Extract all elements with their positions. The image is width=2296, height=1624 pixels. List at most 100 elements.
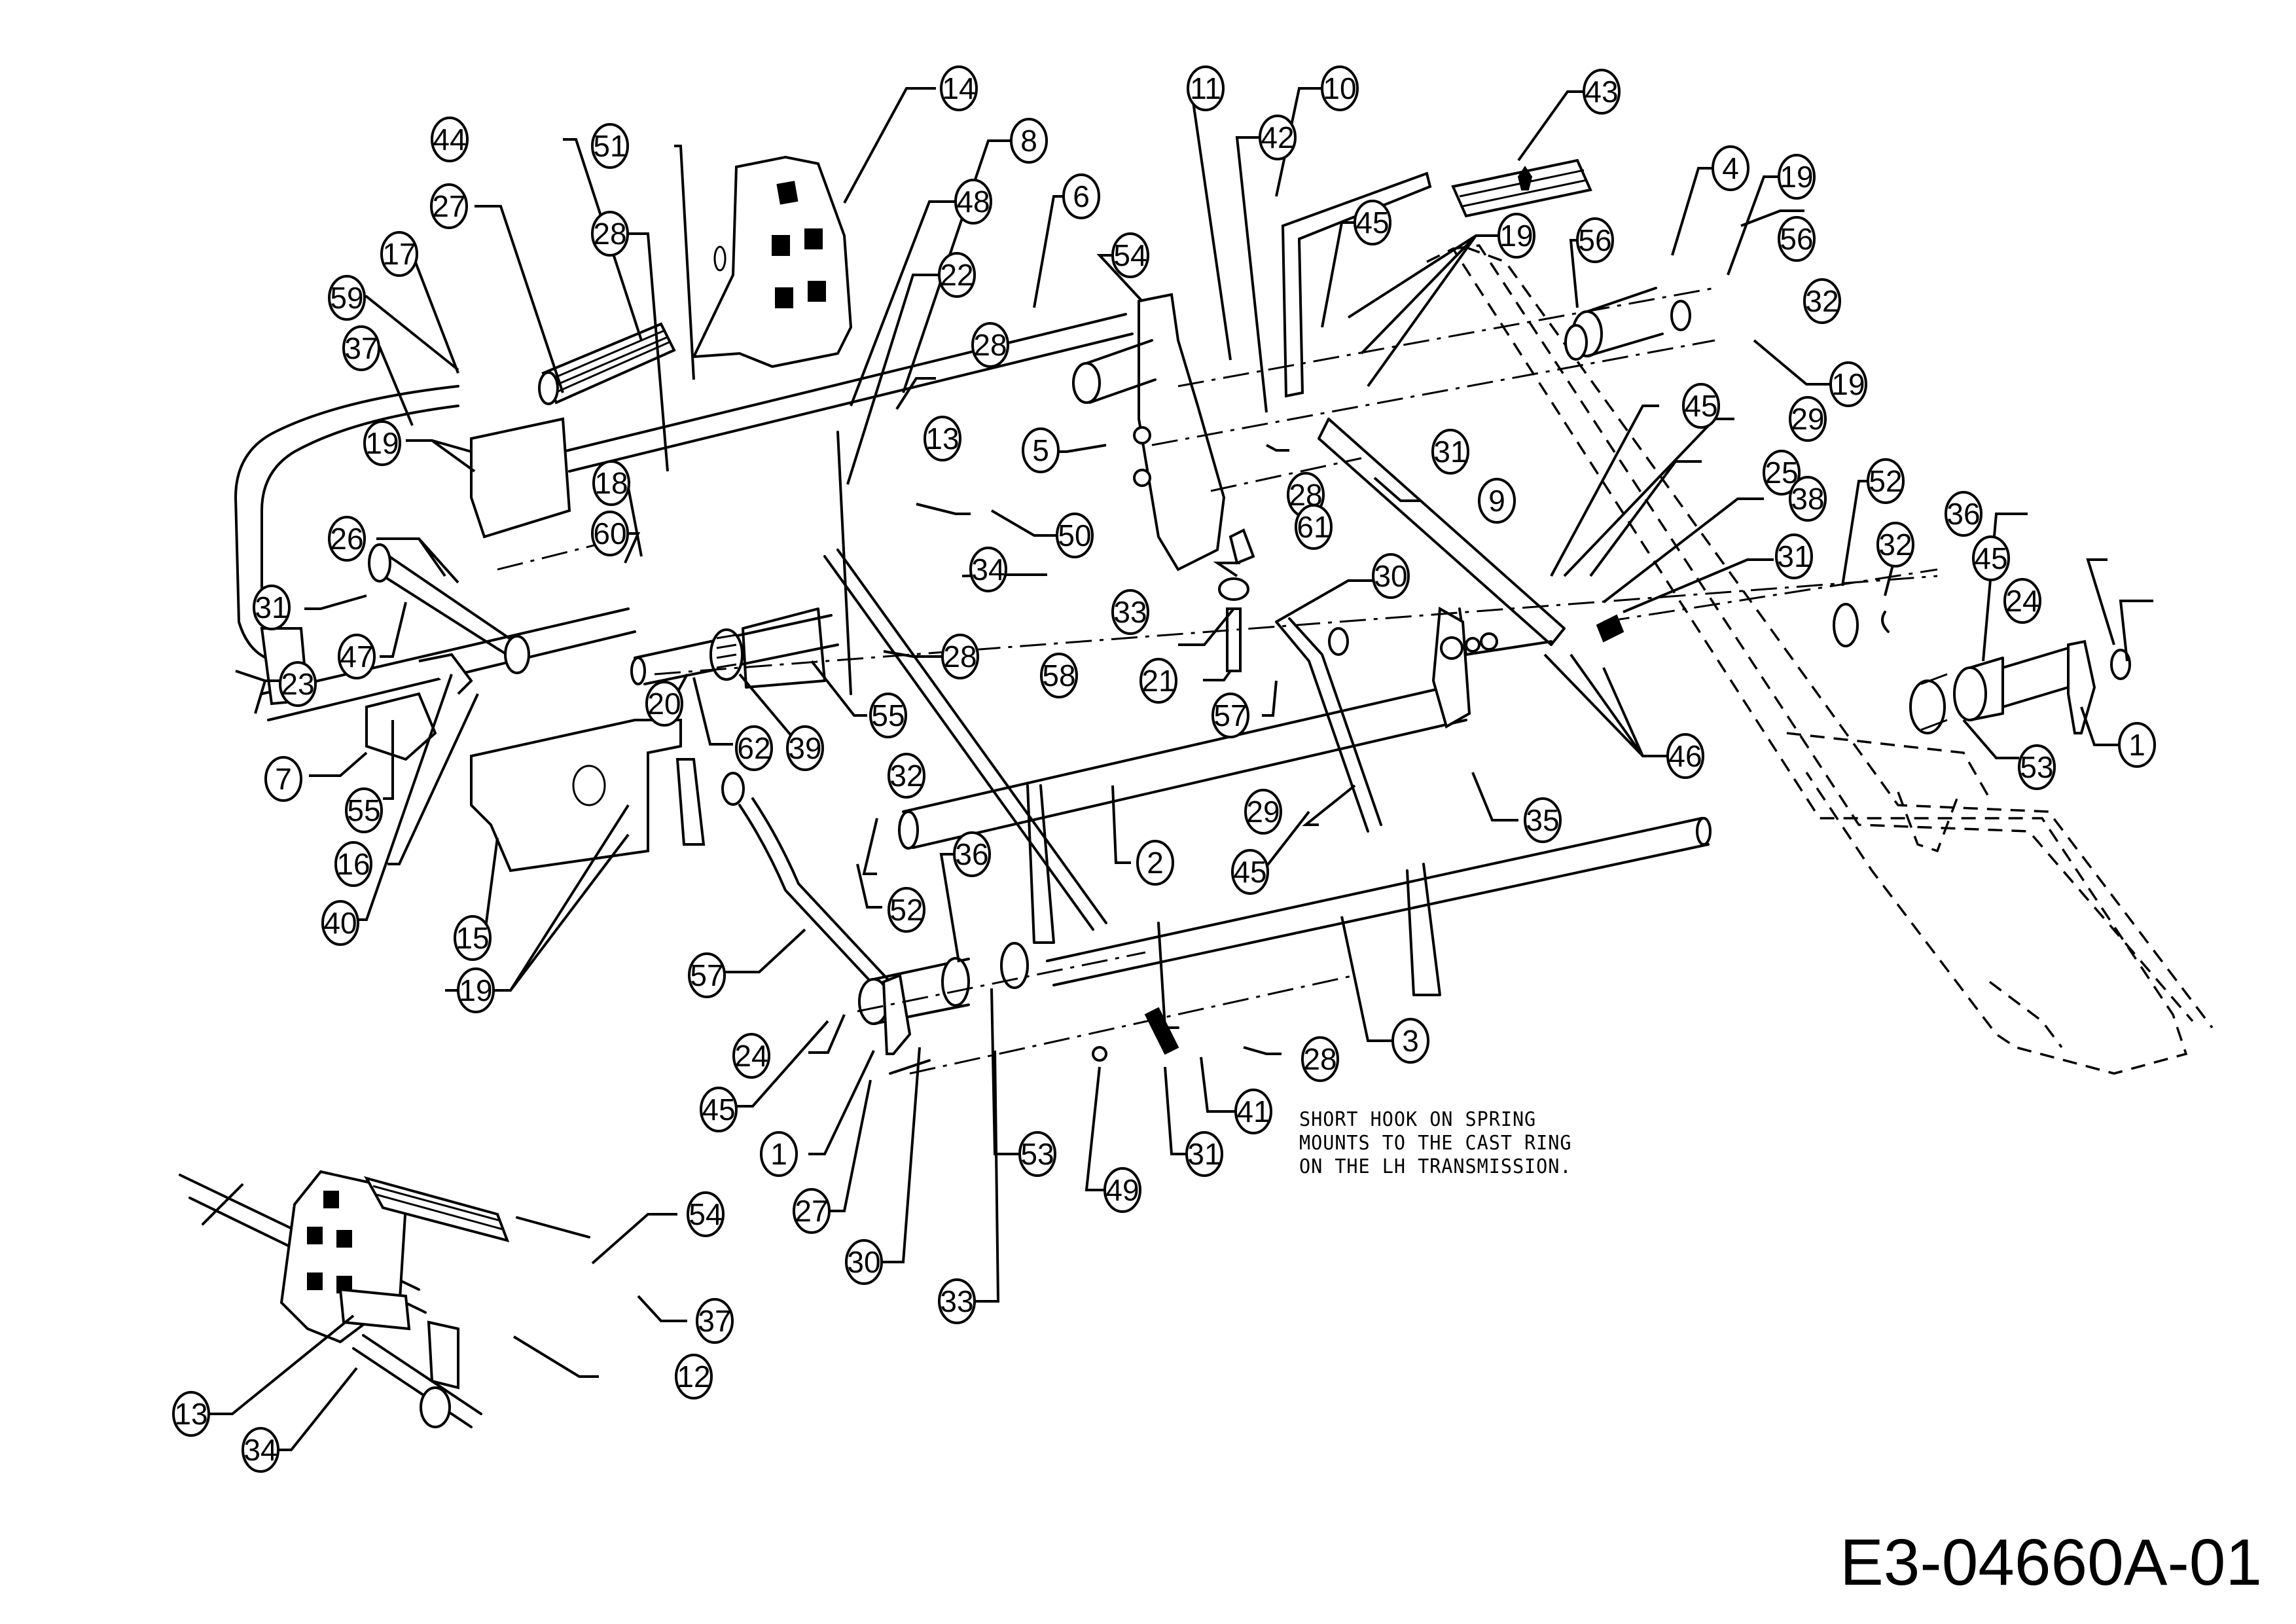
svg-text:52: 52 [889, 893, 923, 927]
callout-31[interactable]: 31 [253, 585, 291, 630]
callout-31[interactable]: 31 [1431, 429, 1469, 475]
callout-29[interactable]: 29 [1789, 396, 1827, 442]
callout-32[interactable]: 32 [1803, 278, 1841, 324]
callout-48[interactable]: 48 [954, 179, 992, 225]
callout-34[interactable]: 34 [242, 1427, 279, 1473]
callout-32[interactable]: 32 [888, 753, 925, 799]
callout-52[interactable]: 52 [1867, 458, 1905, 504]
callout-56[interactable]: 56 [1576, 217, 1614, 263]
callout-2[interactable]: 2 [1136, 840, 1174, 886]
callout-28[interactable]: 28 [971, 322, 1009, 368]
callout-24[interactable]: 24 [2003, 578, 2041, 624]
callout-50[interactable]: 50 [1056, 513, 1094, 558]
callout-22[interactable]: 22 [938, 252, 976, 298]
callout-19[interactable]: 19 [1498, 213, 1535, 259]
callout-12[interactable]: 12 [675, 1354, 713, 1399]
callout-39[interactable]: 39 [786, 725, 824, 771]
callout-20[interactable]: 20 [645, 681, 683, 727]
callout-18[interactable]: 18 [592, 460, 630, 506]
callout-53[interactable]: 53 [1018, 1131, 1056, 1177]
callout-13[interactable]: 13 [172, 1391, 210, 1437]
callout-1[interactable]: 1 [760, 1131, 798, 1177]
callout-45[interactable]: 45 [1231, 849, 1269, 895]
callout-31[interactable]: 31 [1185, 1131, 1223, 1177]
right-arm-46 [1431, 606, 1624, 729]
svg-text:45: 45 [702, 1092, 735, 1127]
callout-53[interactable]: 53 [2018, 744, 2056, 790]
callout-13[interactable]: 13 [924, 416, 961, 461]
callout-42[interactable]: 42 [1259, 115, 1297, 160]
callout-57[interactable]: 57 [1211, 693, 1249, 738]
callout-14[interactable]: 14 [940, 65, 978, 111]
callout-37[interactable]: 37 [342, 325, 380, 371]
callout-19[interactable]: 19 [457, 967, 495, 1013]
callout-9[interactable]: 9 [1478, 478, 1516, 524]
callout-35[interactable]: 35 [1524, 797, 1562, 843]
callout-33[interactable]: 33 [1111, 589, 1149, 635]
callout-44[interactable]: 44 [431, 117, 469, 162]
svg-text:27: 27 [795, 1194, 828, 1228]
callout-45[interactable]: 45 [1972, 535, 2010, 581]
callout-38[interactable]: 38 [1789, 476, 1827, 522]
callout-25[interactable]: 25 [1763, 450, 1801, 496]
callout-6[interactable]: 6 [1062, 173, 1100, 219]
callout-23[interactable]: 23 [279, 661, 317, 707]
callout-8[interactable]: 8 [1010, 118, 1048, 164]
callout-30[interactable]: 30 [1372, 553, 1410, 599]
svg-text:31: 31 [1777, 539, 1810, 573]
callout-34[interactable]: 34 [969, 547, 1007, 592]
svg-text:33: 33 [940, 1284, 973, 1318]
callout-15[interactable]: 15 [454, 915, 492, 961]
callout-55[interactable]: 55 [345, 787, 383, 833]
callout-26[interactable]: 26 [328, 516, 366, 562]
callout-4[interactable]: 4 [1712, 145, 1749, 191]
callout-60[interactable]: 60 [591, 511, 629, 556]
callout-19[interactable]: 19 [1829, 361, 1867, 407]
callout-37[interactable]: 37 [696, 1298, 734, 1344]
callout-46[interactable]: 46 [1666, 733, 1704, 779]
callout-45[interactable]: 45 [700, 1087, 738, 1132]
callout-58[interactable]: 58 [1040, 653, 1078, 698]
callout-40[interactable]: 40 [321, 900, 359, 946]
callout-62[interactable]: 62 [735, 725, 773, 771]
callout-47[interactable]: 47 [338, 634, 376, 679]
callout-57[interactable]: 57 [688, 952, 726, 998]
callout-31[interactable]: 31 [1775, 533, 1813, 579]
callout-30[interactable]: 30 [845, 1239, 883, 1285]
callout-59[interactable]: 59 [328, 275, 366, 321]
callout-16[interactable]: 16 [334, 841, 372, 887]
callout-54[interactable]: 54 [1111, 232, 1149, 278]
callout-56[interactable]: 56 [1778, 216, 1816, 262]
callout-27[interactable]: 27 [430, 183, 468, 229]
callout-45[interactable]: 45 [1682, 383, 1720, 429]
callout-5[interactable]: 5 [1022, 427, 1060, 473]
callout-28[interactable]: 28 [1301, 1036, 1339, 1082]
callout-7[interactable]: 7 [264, 756, 302, 802]
callout-33[interactable]: 33 [938, 1278, 976, 1324]
callout-28[interactable]: 28 [591, 211, 629, 257]
callout-21[interactable]: 21 [1139, 658, 1177, 704]
callout-19[interactable]: 19 [363, 420, 401, 466]
callout-10[interactable]: 10 [1321, 65, 1359, 111]
callout-49[interactable]: 49 [1103, 1167, 1141, 1213]
callout-45[interactable]: 45 [1354, 200, 1391, 245]
callout-51[interactable]: 51 [591, 123, 629, 169]
callout-29[interactable]: 29 [1244, 789, 1282, 835]
callout-52[interactable]: 52 [888, 887, 925, 933]
callout-11[interactable]: 11 [1187, 65, 1225, 111]
callout-24[interactable]: 24 [732, 1033, 770, 1079]
callout-36[interactable]: 36 [953, 831, 991, 877]
callout-28[interactable]: 28 [941, 634, 979, 679]
callout-32[interactable]: 32 [1876, 522, 1914, 568]
callout-61[interactable]: 61 [1295, 504, 1333, 550]
callout-3[interactable]: 3 [1391, 1018, 1429, 1064]
callout-36[interactable]: 36 [1945, 491, 1982, 537]
callout-1[interactable]: 1 [2118, 722, 2156, 768]
callout-55[interactable]: 55 [869, 693, 907, 738]
callout-41[interactable]: 41 [1234, 1089, 1272, 1134]
callout-27[interactable]: 27 [793, 1188, 831, 1234]
callout-19[interactable]: 19 [1778, 154, 1816, 200]
callout-54[interactable]: 54 [687, 1191, 725, 1237]
callout-43[interactable]: 43 [1583, 69, 1621, 115]
callout-17[interactable]: 17 [380, 231, 418, 277]
